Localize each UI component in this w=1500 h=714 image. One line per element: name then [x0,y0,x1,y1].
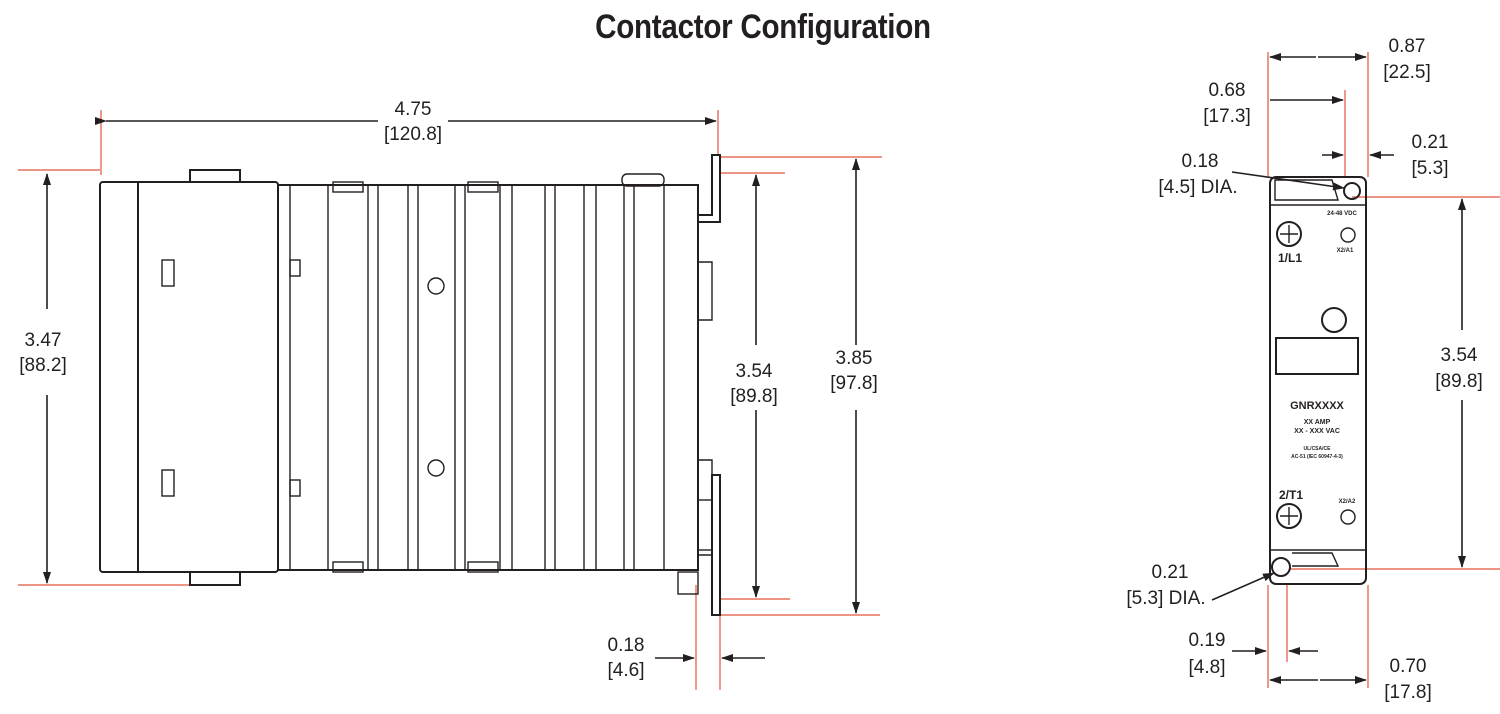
indicator-led-icon [1321,307,1347,333]
label-terminal-2: 2/T1 [1279,488,1303,502]
label-spec-1: UL/CSA/CE [1304,446,1332,452]
label-spec-2: AC-51 (IEC 60947-4-3) [1291,454,1343,460]
dim-width-top-metric: [22.5] [1383,62,1431,83]
label-model: GNRXXXX [1290,400,1344,412]
dim-width-top-value: 0.87 [1389,36,1426,57]
dim-width-value: 4.75 [395,99,432,120]
label-vac: XX - XXX VAC [1294,428,1340,435]
dim-overall-height-value: 3.85 [836,348,873,369]
front-panel-labels: 24-48 VDC X2/A1 1/L1 GNRXXXX XX AMP XX -… [1278,211,1358,505]
dim-top-hole-value: 0.18 [1182,151,1219,172]
dim-width-bottom-metric: [17.8] [1384,682,1432,703]
front-view [1211,52,1500,688]
dim-hole-offset-value: 0.68 [1209,80,1246,101]
dim-bottom-hole-metric: [5.3] DIA. [1126,588,1205,609]
dim-body-height-value: 3.47 [25,330,62,351]
dim-hole-spacing-metric: [89.8] [1435,371,1483,392]
dim-overall-height-metric: [97.8] [830,373,878,394]
dim-bottom-offset-value: 0.19 [1189,630,1226,651]
dim-width-bottom-value: 0.70 [1390,656,1427,677]
heatsink-fins [289,185,665,570]
terminal-screw-2-icon [1276,503,1302,529]
dim-bracket-metric: [4.6] [608,660,645,681]
dim-hole-spacing-value: 3.54 [1441,345,1478,366]
dim-width-metric: [120.8] [384,124,442,145]
label-window [1275,337,1359,375]
label-terminal-1: 1/L1 [1278,251,1302,265]
dim-bracket-value: 0.18 [608,635,645,656]
terminal-screw-1-icon [1276,221,1302,247]
dim-mount-spacing-value: 3.54 [736,361,773,382]
dim-top-hole-metric: [4.5] DIA. [1158,177,1237,198]
side-view [18,110,882,690]
dim-bottom-hole-value: 0.21 [1152,562,1189,583]
label-amp: XX AMP [1304,419,1331,426]
dim-edge-offset-metric: [5.3] [1412,158,1449,179]
dim-mount-spacing-metric: [89.8] [730,386,778,407]
label-terminal-a2: X2/A1 [1337,248,1354,254]
dim-edge-offset-value: 0.21 [1412,132,1449,153]
page-title: Contactor Configuration [595,8,931,46]
side-view-dimensions: 4.75 [120.8] 3.47 [88.2] 3.54 [89.8] 3.8… [19,99,878,681]
front-view-dimensions: 0.87 [22.5] 0.68 [17.3] 0.21 [5.3] 0.18 … [1126,36,1482,703]
dim-body-height-metric: [88.2] [19,355,67,376]
label-terminal-a1: X2/A2 [1339,499,1356,505]
dim-hole-offset-metric: [17.3] [1203,106,1251,127]
label-voltage-top: 24-48 VDC [1327,211,1357,217]
dim-bottom-offset-metric: [4.8] [1189,657,1226,678]
